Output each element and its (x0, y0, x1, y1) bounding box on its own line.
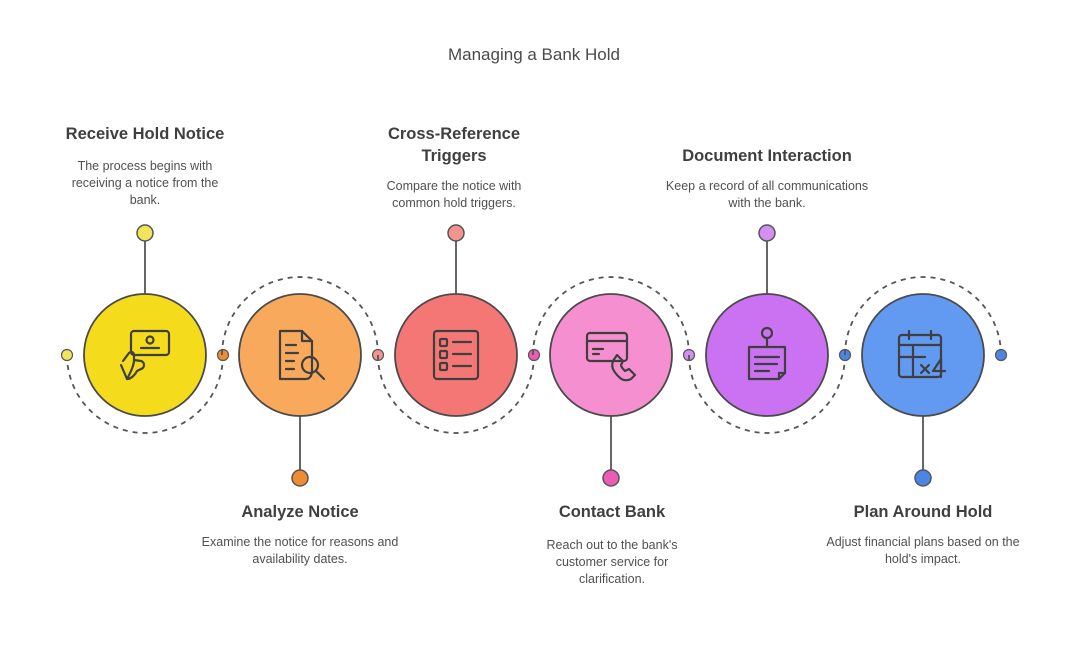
step-1-desc: The process begins with receiving a noti… (71, 159, 219, 207)
step-6-title: Plan Around Hold (853, 503, 993, 521)
start-dot (60, 348, 74, 362)
step-4-title: Contact Bank (558, 503, 666, 521)
pinned-note-icon (747, 326, 787, 381)
step-2-circle (238, 293, 362, 417)
step-4-circle (549, 293, 673, 417)
step-6-marker-dot (914, 469, 932, 487)
step-6-circle (861, 293, 985, 417)
calendar-multiply-icon (897, 329, 947, 379)
step-5-marker-dot (758, 224, 776, 242)
step-2-dashed-arc (221, 276, 379, 356)
step-5-dashed-arc (688, 354, 846, 434)
card-phone-icon (585, 331, 637, 382)
step-5-desc: Keep a record of all communications with… (665, 179, 869, 210)
step-2-marker-dot (291, 469, 309, 487)
diagram-title: Managing a Bank Hold (447, 45, 620, 64)
step-1-title: Receive Hold Notice (65, 125, 225, 143)
step-6-desc: Adjust financial plans based on the hold… (826, 535, 1020, 566)
step-4-desc: Reach out to the bank's customer service… (546, 538, 678, 586)
step-4-marker-dot (602, 469, 620, 487)
joint-dot-6 (994, 348, 1008, 362)
hand-card-icon (119, 329, 171, 381)
step-2-title: Analyze Notice (241, 503, 359, 521)
step-3-dashed-arc (377, 354, 535, 434)
step-5-circle (705, 293, 829, 417)
step-6-dashed-arc (844, 276, 1002, 356)
step-1-marker-dot (136, 224, 154, 242)
step-5-title: Document Interaction (682, 147, 852, 165)
joint-dot-3 (527, 348, 541, 362)
step-3-desc: Compare the notice with common hold trig… (386, 179, 522, 210)
step-3-marker-dot (447, 224, 465, 242)
checklist-icon (432, 329, 480, 381)
step-2-desc: Examine the notice for reasons and avail… (201, 535, 399, 566)
document-search-icon (278, 329, 326, 381)
joint-dot-1 (216, 348, 230, 362)
step-3-title: Cross-Reference Triggers (387, 125, 521, 165)
step-1-dashed-arc (66, 354, 224, 434)
step-4-dashed-arc (532, 276, 690, 356)
